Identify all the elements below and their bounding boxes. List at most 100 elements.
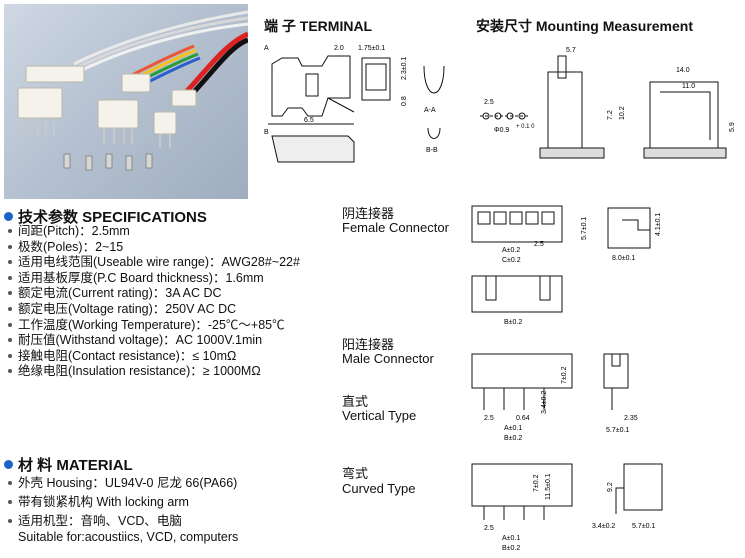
spec-item: 间距(Pitch)：2.5mm xyxy=(6,224,300,240)
mounting-dim-h1: 7.2 xyxy=(607,110,614,120)
vertical-label-en: Vertical Type xyxy=(342,408,417,423)
curved-dim-a: A±0.1 xyxy=(502,535,520,542)
vertical-dim-b: B±0.2 xyxy=(504,435,522,442)
terminal-dim-d4: 0.8 xyxy=(401,96,408,106)
female-label-cn: 阴连接器 xyxy=(342,206,395,221)
bullet-icon xyxy=(8,244,12,249)
terminal-dim-d5: 6.5 xyxy=(304,117,314,124)
bullet-icon xyxy=(8,338,12,343)
vertical-label-cn: 直式 xyxy=(342,394,369,409)
female-dim-c: C±0.2 xyxy=(502,257,521,264)
vertical-dim-p: 2.5 xyxy=(484,415,494,422)
vertical-drawing: 7±0.2 3.4±0.2 2.5 0.64 A±0.1 B±0.2 2.35 … xyxy=(471,353,638,442)
spec-text: 适用电线范围(Useable wire range)：AWG28#~22# xyxy=(18,255,300,270)
bullet-icon xyxy=(8,369,12,374)
spec-text: 间距(Pitch)：2.5mm xyxy=(18,224,130,238)
vertical-dim-h2: 3.4±0.2 xyxy=(541,391,548,414)
spec-text: 耐压值(Withstand voltage)：AC 1000V.1min xyxy=(18,333,263,348)
spec-item: 额定电压(Voltage rating)：250V AC DC xyxy=(6,302,300,318)
spec-item: 适用基板厚度(P.C Board thickness)：1.6mm xyxy=(6,271,300,287)
vertical-dim-a: A±0.1 xyxy=(504,425,522,432)
material-title: 材 料 MATERIAL xyxy=(4,454,133,475)
material-text: 适用机型：音响、VCD、电脑 xyxy=(18,514,182,528)
female-dim-h1: 5.7±0.1 xyxy=(581,217,588,240)
bullet-icon xyxy=(8,519,12,523)
specifications-title: 技术参数 SPECIFICATIONS xyxy=(4,206,207,227)
male-label-cn: 阳连接器 xyxy=(342,337,395,352)
spec-text: 工作温度(Working Temperature)：-25℃～+85℃ xyxy=(18,317,285,332)
material-suitable: Suitable for:acoustiics, VCD, computers xyxy=(18,530,239,544)
vertical-dim-pin: 0.64 xyxy=(516,415,530,422)
bullet-icon xyxy=(8,291,12,296)
vertical-dim-s2: 5.7±0.1 xyxy=(606,427,629,434)
female-dim-p: 2.5 xyxy=(534,241,544,248)
spec-item: 适用电线范围(Useable wire range)：AWG28#~22# xyxy=(6,255,300,271)
material-item: 带有锁紧机构 With locking arm xyxy=(6,493,237,512)
material-list: 外壳 Housing：UL94V-0 尼龙 66(PA66) 带有锁紧机构 Wit… xyxy=(6,474,237,531)
terminal-dim-d3: 2.3±0.1 xyxy=(401,57,408,80)
curved-drawing: 7±0.2 11.5±0.1 2.5 A±0.1 B±0.2 9.2 3.4±0… xyxy=(471,463,663,552)
spec-text: 绝缘电阻(Insulation resistance)：≥ 1000MΩ xyxy=(18,364,261,379)
mounting-dim-hole: Φ0.9 xyxy=(494,127,509,134)
curved-label-cn: 弯式 xyxy=(342,466,369,481)
spec-item: 耐压值(Withstand voltage)：AC 1000V.1min xyxy=(6,333,300,349)
material-text: 带有锁紧机构 With locking arm xyxy=(18,495,189,509)
bullet-icon xyxy=(8,353,12,358)
bullet-icon xyxy=(8,481,12,485)
curved-label-en: Curved Type xyxy=(342,481,416,496)
male-label-en: Male Connector xyxy=(342,351,434,366)
female-drawing: A±0.2 2.5 C±0.2 5.7±0.1 4.1±0.1 8.0±0.1 … xyxy=(471,205,662,326)
bullet-icon xyxy=(8,260,12,265)
curved-dim-p: 2.5 xyxy=(484,525,494,532)
spec-item: 绝缘电阻(Insulation resistance)：≥ 1000MΩ xyxy=(6,364,300,380)
spec-text: 适用基板厚度(P.C Board thickness)：1.6mm xyxy=(18,270,264,285)
bullet-icon xyxy=(8,229,12,233)
female-label-en: Female Connector xyxy=(342,220,449,235)
female-dim-a: A±0.2 xyxy=(502,247,520,254)
material-item: 适用机型：音响、VCD、电脑 xyxy=(6,512,237,531)
terminal-section-a: A xyxy=(264,45,269,52)
product-photo xyxy=(4,4,248,199)
mounting-dim-tol: + 0.1 0 xyxy=(516,124,535,130)
spec-text: 额定电流(Current rating)：3A AC DC xyxy=(18,286,222,301)
bullet-icon xyxy=(8,322,12,327)
material-text: 外壳 Housing：UL94V-0 尼龙 66(PA66) xyxy=(18,476,238,490)
spec-item: 接触电阻(Contact resistance)：≤ 10mΩ xyxy=(6,349,300,365)
spec-item: 额定电流(Current rating)：3A AC DC xyxy=(6,286,300,302)
spec-item: 极数(Poles)：2~15 xyxy=(6,240,300,256)
curved-dim-s1: 3.4±0.2 xyxy=(592,523,615,530)
female-dim-b: B±0.2 xyxy=(504,319,522,326)
curved-dim-s2: 5.7±0.1 xyxy=(632,523,655,530)
mounting-dim-w2: 14.0 xyxy=(676,67,690,74)
terminal-drawing: A B 2.0 1.75±0.1 2.3±0.1 0.8 6.5 A-A B-B xyxy=(264,45,445,163)
bullet-icon xyxy=(8,500,12,504)
terminal-title: 端 子 TERMINAL xyxy=(264,18,373,34)
section-bullet-icon xyxy=(4,460,13,469)
terminal-section-bb: B-B xyxy=(426,147,438,154)
terminal-section-aa: A-A xyxy=(424,107,436,114)
mounting-dim-h2: 10.2 xyxy=(619,106,626,120)
spec-text: 极数(Poles)：2~15 xyxy=(18,239,124,254)
mounting-drawing: 5.7 14.0 11.0 7.2 10.2 5.9 2.5 Φ0.9 + 0.… xyxy=(480,47,736,159)
spec-text: 额定电压(Voltage rating)：250V AC DC xyxy=(18,301,237,316)
spec-item: 工作温度(Working Temperature)：-25℃～+85℃ xyxy=(6,318,300,334)
mounting-title: 安装尺寸 Mounting Measurement xyxy=(476,18,694,34)
curved-dim-h3: 9.2 xyxy=(607,482,614,492)
curved-dim-b: B±0.2 xyxy=(502,545,520,552)
mounting-dim-pitch: 2.5 xyxy=(484,99,494,106)
vertical-dim-s1: 2.35 xyxy=(624,415,638,422)
bullet-icon xyxy=(8,306,12,311)
curved-dim-h1: 7±0.2 xyxy=(533,474,540,492)
spec-text: 接触电阻(Contact resistance)：≤ 10mΩ xyxy=(18,348,237,363)
terminal-dim-d1: 2.0 xyxy=(334,45,344,52)
material-item: 外壳 Housing：UL94V-0 尼龙 66(PA66) xyxy=(6,474,237,493)
mounting-dim-h3: 5.9 xyxy=(729,122,736,132)
vertical-dim-h1: 7±0.2 xyxy=(561,366,568,384)
bullet-icon xyxy=(8,275,12,280)
mounting-dim-w3: 11.0 xyxy=(682,83,695,90)
mounting-dim-w1: 5.7 xyxy=(566,47,576,54)
curved-dim-h2: 11.5±0.1 xyxy=(545,473,552,500)
terminal-dim-d2: 1.75±0.1 xyxy=(358,45,385,52)
svg-text:B: B xyxy=(264,129,269,136)
